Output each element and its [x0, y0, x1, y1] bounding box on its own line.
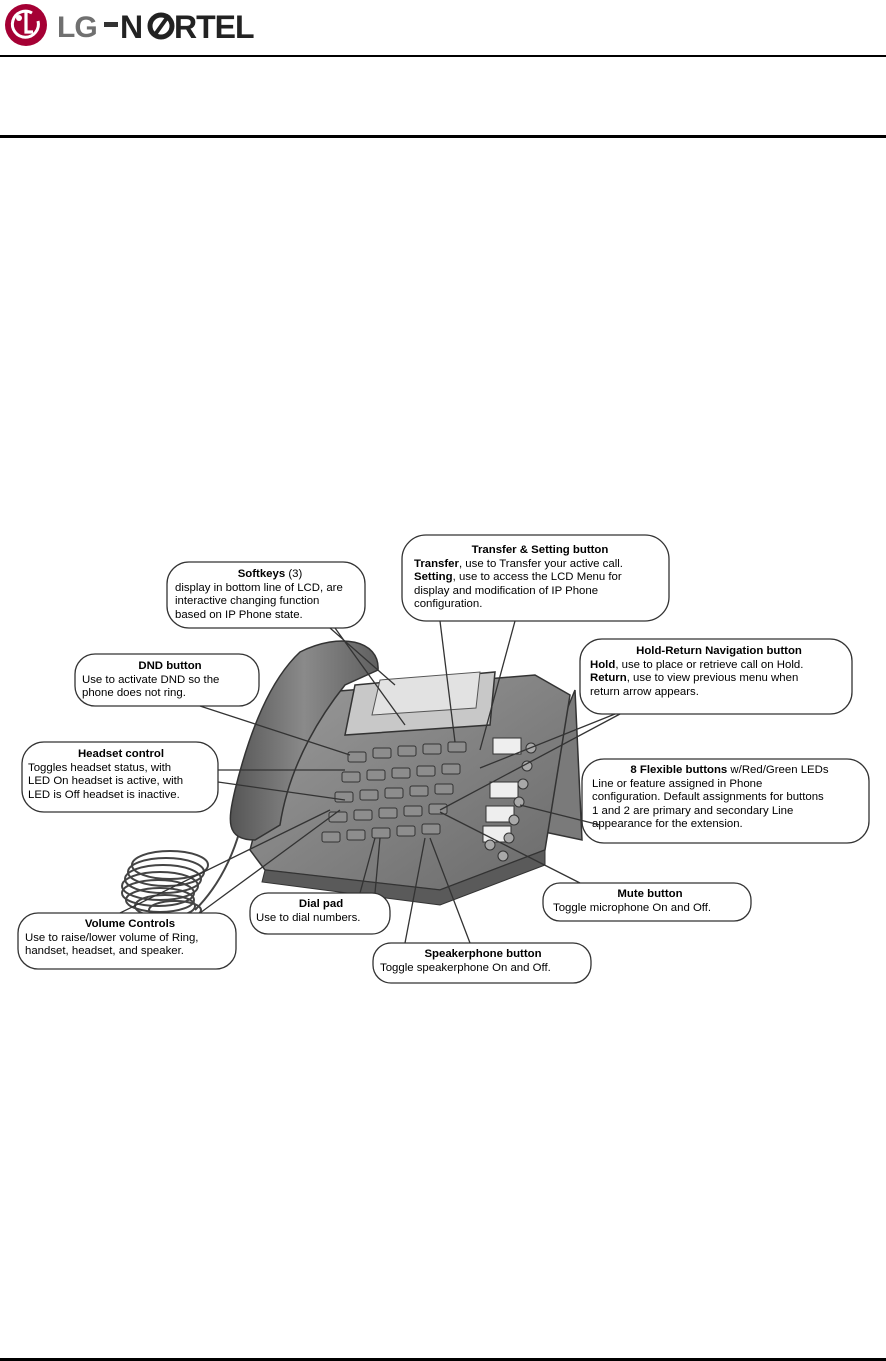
callout-return-term: Return	[590, 672, 627, 685]
callout-hold-title: Hold-Return Navigation button	[636, 645, 802, 657]
callout-softkeys: Softkeys (3) display in bottom line of L…	[175, 568, 365, 622]
callout-headset-line: LED On headset is active, with	[28, 775, 184, 788]
callout-speaker-title: Speakerphone button	[424, 948, 542, 960]
lg-nortel-logo: LG N RTEL	[5, 4, 255, 46]
callout-volume-line: Use to raise/lower volume of Ring,	[25, 931, 199, 944]
header-rule-top	[0, 55, 886, 57]
callout-dnd-line: Use to activate DND so the	[82, 673, 220, 686]
callout-speaker-line: Toggle speakerphone On and Off.	[380, 961, 551, 974]
phone-diagram: Softkeys (3) display in bottom line of L…	[0, 520, 886, 990]
callout-bubbles	[17, 534, 870, 984]
callout-flexible-line: 1 and 2 are primary and secondary Line	[592, 804, 794, 817]
callout-volume-title: Volume Controls	[84, 918, 176, 930]
callout-mute: Mute button Toggle microphone On and Off…	[553, 888, 747, 915]
svg-text:RTEL: RTEL	[174, 9, 254, 45]
callout-transfer-term: Transfer	[414, 557, 459, 570]
callout-dnd-title: DND button	[138, 660, 202, 672]
callout-headset-line: Toggles headset status, with	[28, 761, 172, 774]
callout-hold-line: return arrow appears.	[590, 685, 699, 698]
callout-mute-line: Toggle microphone On and Off.	[553, 901, 712, 914]
callout-hold-term: Hold	[590, 658, 616, 671]
callout-flexible-line: Line or feature assigned in Phone	[592, 777, 763, 790]
svg-text:LG: LG	[57, 11, 97, 44]
dial-pad-keys	[321, 741, 467, 843]
callout-transfer-title: Transfer & Setting button	[471, 544, 609, 556]
callout-transfer-setting: Transfer & Setting button Transfer, use …	[414, 544, 666, 612]
callout-transfer-line: configuration.	[414, 598, 483, 611]
callout-flexible-line: appearance for the extension.	[592, 818, 743, 831]
callout-flexible-title: 8 Flexible buttons	[630, 764, 728, 776]
header-rule-bottom	[0, 135, 886, 138]
callout-softkeys-line: based on IP Phone state.	[175, 608, 303, 621]
callout-flexible-line: configuration. Default assignments for b…	[592, 791, 824, 804]
callout-return-desc: , use to view previous menu when	[626, 672, 799, 685]
callout-transfer-desc: , use to Transfer your active call.	[458, 557, 623, 570]
callout-volume: Volume Controls Use to raise/lower volum…	[25, 918, 235, 959]
footer-rule	[0, 1358, 886, 1361]
callout-dialpad-line: Use to dial numbers.	[256, 911, 361, 924]
callout-headset-line: LED is Off headset is inactive.	[28, 788, 180, 801]
callout-dialpad-title: Dial pad	[298, 898, 344, 910]
callout-flexible-buttons: 8 Flexible buttons w/Red/Green LEDs Line…	[592, 764, 867, 832]
callout-speakerphone: Speakerphone button Toggle speakerphone …	[380, 948, 586, 975]
callout-flexible-suffix: w/Red/Green LEDs	[727, 764, 829, 776]
callout-hold-desc: , use to place or retrieve call on Hold.	[615, 658, 804, 671]
callout-dnd: DND button Use to activate DND so the ph…	[82, 660, 258, 701]
callout-dnd-line: phone does not ring.	[82, 687, 186, 700]
callout-setting-term: Setting	[414, 571, 453, 584]
callout-mute-title: Mute button	[617, 888, 683, 900]
callout-dial-pad: Dial pad Use to dial numbers.	[256, 898, 386, 925]
coiled-cord	[121, 829, 241, 920]
leader-lines	[119, 620, 621, 944]
callout-hold-return: Hold-Return Navigation button Hold, use …	[590, 645, 848, 699]
svg-text:N: N	[120, 9, 142, 45]
callout-setting-desc: , use to access the LCD Menu for	[452, 571, 622, 584]
callout-softkeys-line: display in bottom line of LCD, are	[175, 581, 343, 594]
callout-softkeys-count: (3)	[285, 568, 303, 580]
callout-volume-line: handset, headset, and speaker.	[25, 945, 184, 958]
callout-softkeys-title: Softkeys	[237, 568, 286, 580]
phone-illustration	[17, 534, 870, 984]
callout-softkeys-line: interactive changing function	[175, 595, 320, 608]
callout-transfer-line: display and modification of IP Phone	[414, 584, 599, 597]
callout-headset: Headset control Toggles headset status, …	[28, 748, 214, 802]
callout-headset-title: Headset control	[77, 748, 165, 760]
